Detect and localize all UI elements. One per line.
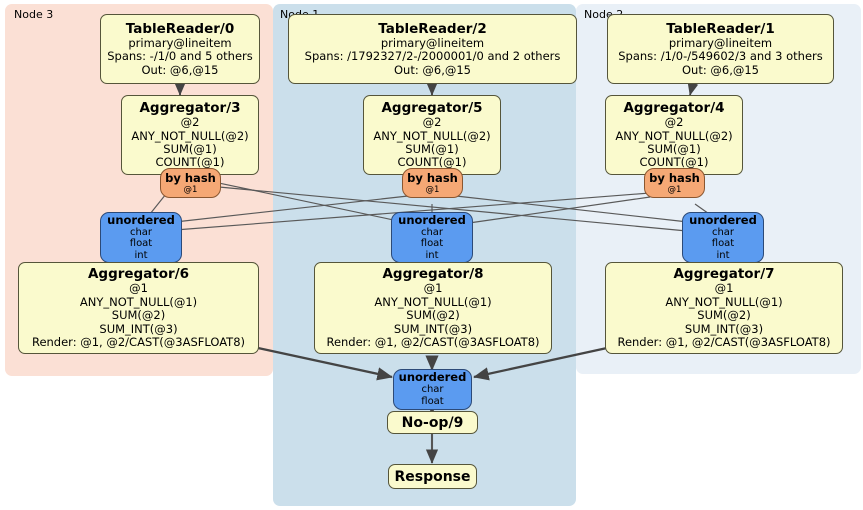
processor-line: ANY_NOT_NULL(@1) (374, 294, 492, 309)
processor-line: @1 (714, 281, 734, 296)
router-unordered-center[interactable]: unordered char float int (391, 212, 473, 263)
router-hash-right[interactable]: by hash @1 (644, 168, 705, 198)
processor-title: TableReader/0 (125, 20, 235, 37)
processor-title: Aggregator/6 (87, 266, 190, 283)
processor-line: ANY_NOT_NULL(@1) (79, 294, 198, 309)
processor-line: primary@lineitem (380, 35, 485, 50)
processor-line: COUNT(@1) (155, 155, 225, 170)
processor-line: @2 (422, 115, 442, 130)
processor-tablereader1[interactable]: TableReader/1 primary@lineitem Spans: /1… (607, 14, 834, 84)
router-line: int (425, 249, 439, 261)
processor-title: No-op/9 (401, 414, 464, 431)
processor-aggregator4[interactable]: Aggregator/4 @2 ANY_NOT_NULL(@2) SUM(@1)… (605, 95, 743, 175)
processor-line: Out: @6,@15 (141, 62, 219, 77)
processor-tablereader2[interactable]: TableReader/2 primary@lineitem Spans: /1… (288, 14, 577, 84)
processor-title: Response (394, 468, 471, 485)
router-line: char (421, 384, 444, 396)
processor-line: SUM(@1) (647, 142, 701, 156)
processor-title: TableReader/2 (378, 20, 487, 37)
processor-noop9[interactable]: No-op/9 (387, 411, 478, 434)
processor-response[interactable]: Response (388, 464, 477, 489)
router-line: float (711, 238, 735, 250)
router-title: unordered (689, 212, 757, 227)
processor-title: Aggregator/4 (623, 100, 725, 117)
processor-line: Render: @1, @2/CAST(@3ASFLOAT8) (326, 335, 540, 350)
processor-line: SUM(@2) (111, 308, 166, 323)
processor-aggregator8[interactable]: Aggregator/8 @1 ANY_NOT_NULL(@1) SUM(@2)… (314, 262, 552, 354)
router-unordered-final[interactable]: unordered char float (393, 369, 472, 410)
router-line: @1 (667, 184, 682, 195)
processor-aggregator5[interactable]: Aggregator/5 @2 ANY_NOT_NULL(@2) SUM(@1)… (363, 95, 501, 175)
router-unordered-right[interactable]: unordered char float int (682, 212, 764, 263)
processor-line: Spans: /1/0-/549602/3 and 3 others (618, 49, 823, 64)
router-line: float (129, 238, 153, 250)
processor-aggregator6[interactable]: Aggregator/6 @1 ANY_NOT_NULL(@1) SUM(@2)… (18, 262, 259, 354)
processor-title: Aggregator/5 (381, 100, 483, 117)
processor-line: Spans: -/1/0 and 5 others (107, 49, 253, 64)
processor-line: SUM(@1) (405, 142, 459, 156)
router-line: @1 (425, 184, 440, 195)
router-line: int (134, 249, 148, 261)
processor-line: ANY_NOT_NULL(@1) (665, 294, 783, 309)
router-line: @1 (183, 184, 198, 195)
processor-aggregator3[interactable]: Aggregator/3 @2 ANY_NOT_NULL(@2) SUM(@1)… (121, 95, 259, 175)
processor-line: primary@lineitem (128, 35, 232, 50)
processor-line: COUNT(@1) (639, 155, 709, 170)
processor-line: @1 (423, 281, 443, 296)
router-hash-center[interactable]: by hash @1 (402, 168, 463, 198)
processor-line: SUM_INT(@3) (393, 321, 473, 336)
processor-title: Aggregator/7 (673, 266, 775, 283)
processor-line: @2 (180, 115, 200, 130)
processor-title: Aggregator/8 (382, 266, 484, 283)
processor-line: ANY_NOT_NULL(@2) (373, 128, 491, 143)
processor-line: SUM(@1) (163, 142, 217, 156)
panel-label-node3: Node 3 (14, 8, 54, 21)
router-title: by hash (649, 170, 700, 185)
processor-tablereader0[interactable]: TableReader/0 primary@lineitem Spans: -/… (100, 14, 260, 84)
processor-line: SUM(@2) (697, 308, 751, 323)
processor-title: Aggregator/3 (139, 100, 241, 117)
processor-line: ANY_NOT_NULL(@2) (615, 128, 733, 143)
processor-line: Spans: /1792327/2-/2000001/0 and 2 other… (304, 49, 561, 64)
processor-line: @1 (129, 281, 148, 296)
router-unordered-left[interactable]: unordered char float int (100, 212, 182, 263)
router-line: float (420, 238, 444, 250)
processor-line: @2 (664, 115, 684, 130)
processor-line: Render: @1, @2/CAST(@3ASFLOAT8) (31, 335, 246, 350)
processor-line: SUM_INT(@3) (684, 321, 764, 336)
router-title: unordered (107, 212, 175, 227)
router-title: unordered (398, 370, 467, 385)
router-title: by hash (407, 170, 458, 185)
processor-aggregator7[interactable]: Aggregator/7 @1 ANY_NOT_NULL(@1) SUM(@2)… (605, 262, 843, 354)
processor-line: Out: @6,@15 (682, 62, 759, 77)
router-line: int (716, 249, 730, 261)
router-title: unordered (398, 212, 466, 227)
router-hash-left[interactable]: by hash @1 (160, 168, 221, 198)
processor-line: Render: @1, @2/CAST(@3ASFLOAT8) (617, 335, 831, 350)
processor-line: COUNT(@1) (397, 155, 467, 170)
router-line: char (711, 226, 735, 238)
router-line: char (129, 226, 153, 238)
processor-line: primary@lineitem (668, 35, 773, 50)
processor-title: TableReader/1 (666, 20, 775, 37)
router-line: float (421, 396, 444, 407)
router-title: by hash (165, 170, 216, 185)
processor-line: Out: @6,@15 (394, 62, 471, 77)
processor-line: SUM(@2) (406, 308, 460, 323)
processor-line: SUM_INT(@3) (99, 321, 178, 336)
processor-line: ANY_NOT_NULL(@2) (131, 128, 249, 143)
router-line: char (420, 226, 444, 238)
